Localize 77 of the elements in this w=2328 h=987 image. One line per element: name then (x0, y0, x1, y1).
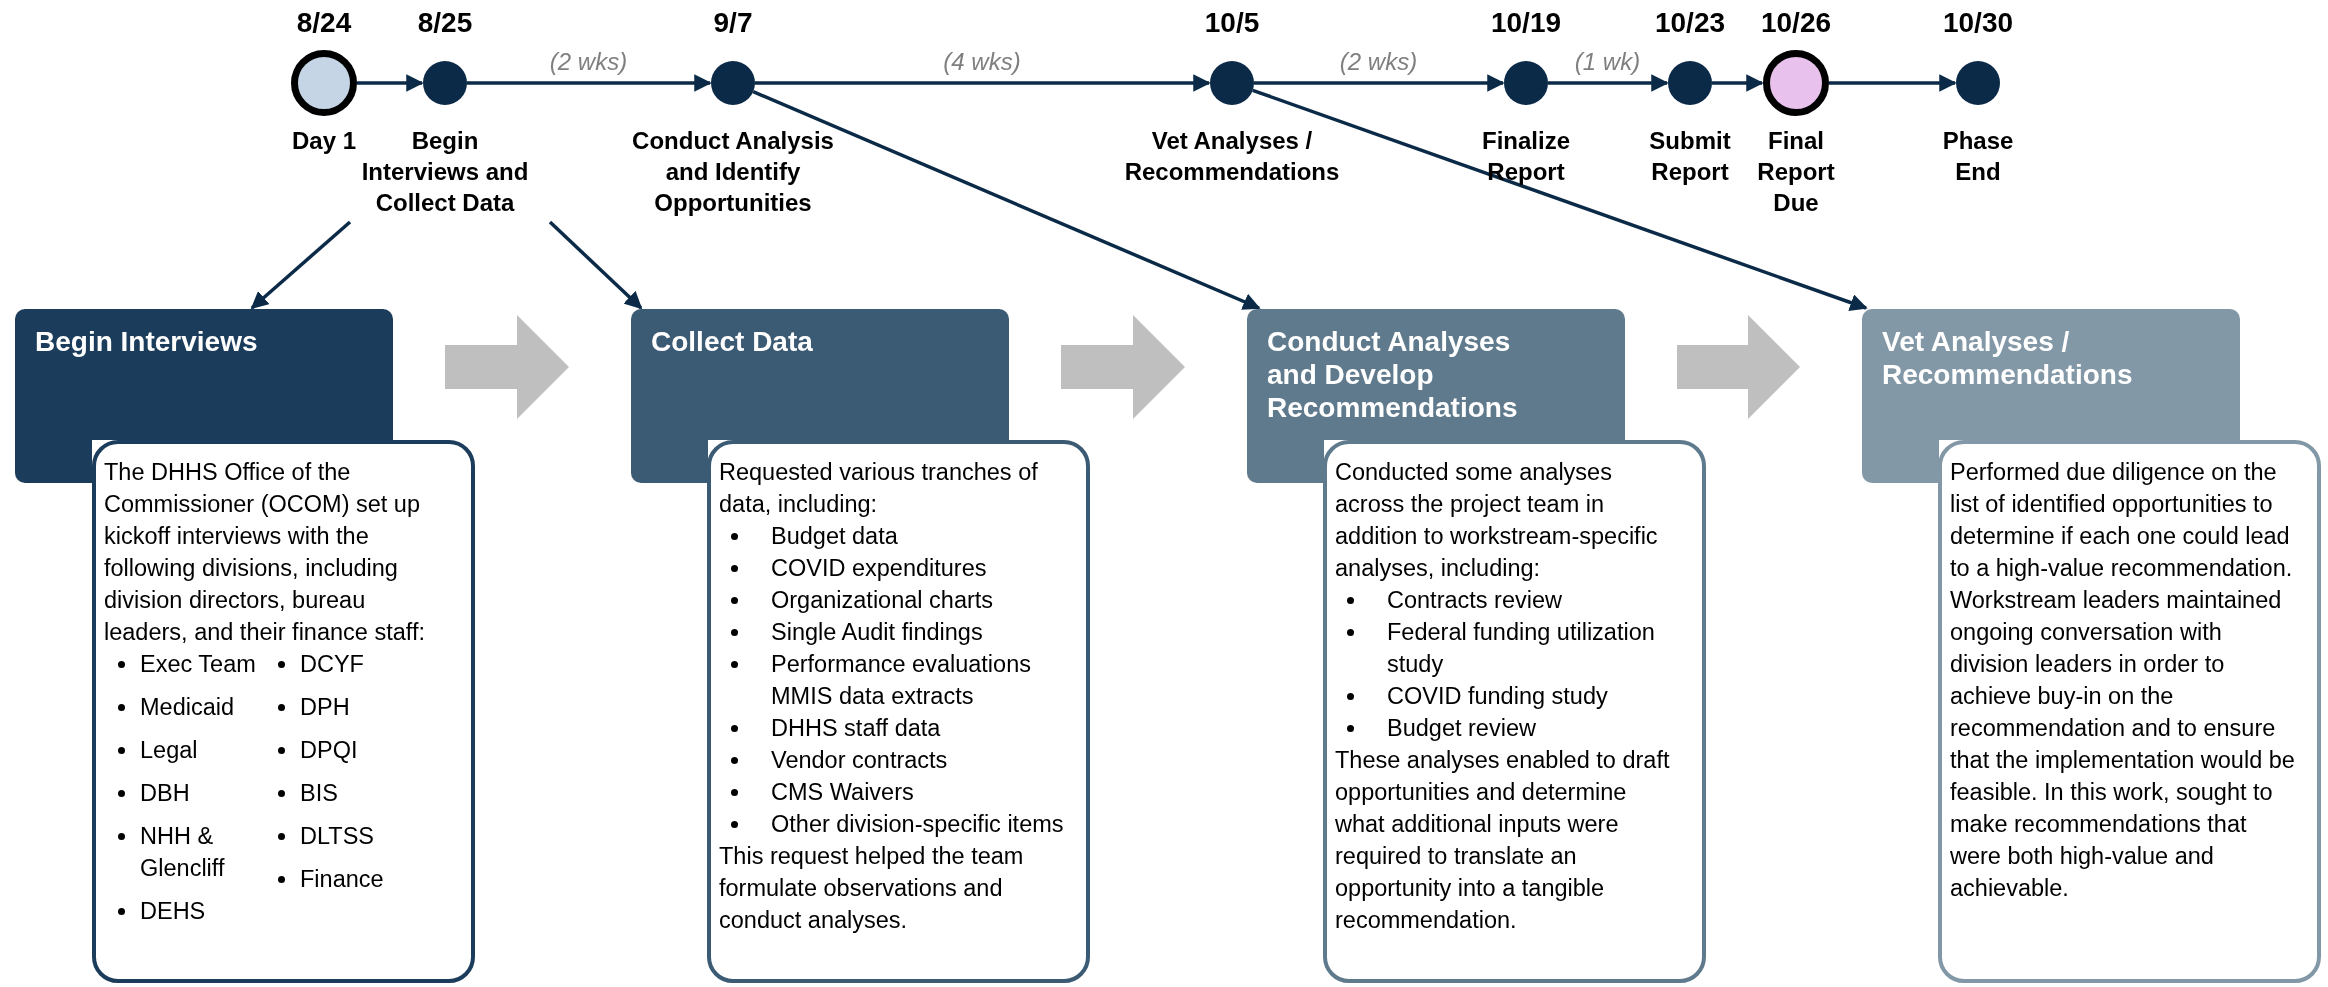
leader-arrow (548, 220, 643, 310)
timeline-arrow (1254, 74, 1505, 92)
phase-title: Begin Interviews (35, 325, 259, 358)
bullet-item: BIS (300, 780, 338, 806)
bullet-item: Vendor contracts (771, 747, 948, 773)
timeline-arrow (357, 74, 424, 92)
duration-label: (2 wks) (1339, 48, 1418, 76)
duration-label: (2 wks) (549, 48, 628, 76)
bullet-item: Organizational charts (771, 587, 994, 613)
bullet-item: Single Audit findings (771, 619, 983, 645)
timeline-arrow (467, 74, 712, 92)
card-text: Performed due diligence on the list of identified opportunities to determine if each one could lead to a high-value recommendation. Workstream leaders maintained ongoing conversation with division leaders in order to achieve buy-in on the recommendation and to ensure that the implementation would be feasible. In this work, sought to make recommendations that were both high-value and achievable. (1950, 458, 2295, 903)
bullet-item: Federal funding utilization study (1387, 619, 1655, 677)
bullet-item: DPH (300, 694, 350, 720)
milestone-date: 8/24 (296, 6, 352, 40)
bullet-item: Contracts review (1387, 587, 1562, 613)
milestone-date: 10/5 (1204, 6, 1260, 40)
bullet-item: COVID expenditures (771, 555, 987, 581)
bullet-item: Exec Team (140, 651, 256, 677)
bullet-item: DEHS (140, 898, 206, 924)
milestone-date: 10/30 (1942, 6, 2014, 40)
milestone-label: Finalize Report (1481, 126, 1571, 187)
duration-label: (4 wks) (943, 48, 1021, 76)
milestone-label: Conduct Analysis and Identify Opportunities (631, 126, 835, 218)
card-text: This request helped the team formulate observations and conduct analyses. (719, 842, 1025, 935)
milestone-date: 9/7 (713, 6, 753, 40)
timeline-arrow (1548, 74, 1669, 92)
card-text: Conducted some analyses across the project team in addition to workstream-specific analyses, including: (1335, 458, 1659, 583)
milestone-label: Begin Interviews and Collect Data (360, 126, 530, 218)
leader-arrow (250, 220, 352, 310)
phase-header-box (1862, 309, 2240, 440)
bullet-item: Other division-specific items (771, 811, 1064, 837)
phase-title: Vet Analyses / Recommendations (1882, 325, 2134, 391)
bullet-item: Budget review (1387, 715, 1536, 741)
milestone-label: Submit Report (1648, 126, 1732, 187)
bullet-item: DHHS staff data (771, 715, 941, 741)
phase-title: Collect Data (651, 325, 814, 358)
bullet-item: NHH & Glencliff (140, 823, 225, 881)
block-arrow (445, 315, 569, 419)
milestone-date: 10/26 (1760, 6, 1832, 40)
duration-label: (1 wk) (1574, 48, 1641, 76)
bullet-item: DLTSS (300, 823, 374, 849)
description-card (707, 440, 1090, 983)
milestone-label: Vet Analyses / Recommendations (1123, 126, 1341, 187)
card-text: These analyses enabled to draft opportunities and determine what additional inputs were required to translate an opportunity into a tangible recommendation. (1335, 746, 1671, 935)
description-card (1938, 440, 2321, 983)
milestone-date: 10/23 (1654, 6, 1726, 40)
timeline-arrow (1712, 74, 1764, 92)
bullet-item: DBH (140, 780, 190, 806)
bullet-item: Performance evaluations MMIS data extracts (771, 651, 1031, 709)
milestone-date: 8/25 (417, 6, 473, 40)
block-arrow (1677, 315, 1800, 419)
bullet-item: DCYF (300, 651, 364, 677)
milestone-label: Final Report Due (1756, 126, 1836, 218)
timeline-arrow (1829, 74, 1957, 92)
bullet-item: CMS Waivers (771, 779, 914, 805)
phase-title: Conduct Analyses and Develop Recommendations (1267, 325, 1519, 424)
card-text: The DHHS Office of the Commissioner (OCOM) set up kickoff interviews with the following divisions, including division directors, bureau leaders, and their finance staff: (104, 458, 426, 647)
bullet-item: Medicaid (140, 694, 235, 720)
leader-arrow (1252, 88, 1868, 311)
milestone-date: 10/19 (1490, 6, 1562, 40)
phase-header-box (631, 309, 1009, 440)
leader-arrow (752, 90, 1261, 310)
bullet-item: Legal (140, 737, 198, 763)
phase-header-box (15, 309, 393, 440)
card-text: Requested various tranches of data, including: (719, 458, 1039, 519)
timeline-arrow (755, 74, 1211, 92)
bullet-item: DPQI (300, 737, 358, 763)
milestone-label: Day 1 (291, 126, 356, 156)
block-arrow (1061, 315, 1185, 419)
phase-header-box (1247, 309, 1625, 440)
description-card (92, 440, 475, 983)
description-card (1323, 440, 1706, 983)
bullet-item: COVID funding study (1387, 683, 1608, 709)
milestone-label: Phase End (1941, 126, 2015, 187)
bullet-item: Finance (300, 866, 384, 892)
bullet-item: Budget data (771, 523, 898, 549)
